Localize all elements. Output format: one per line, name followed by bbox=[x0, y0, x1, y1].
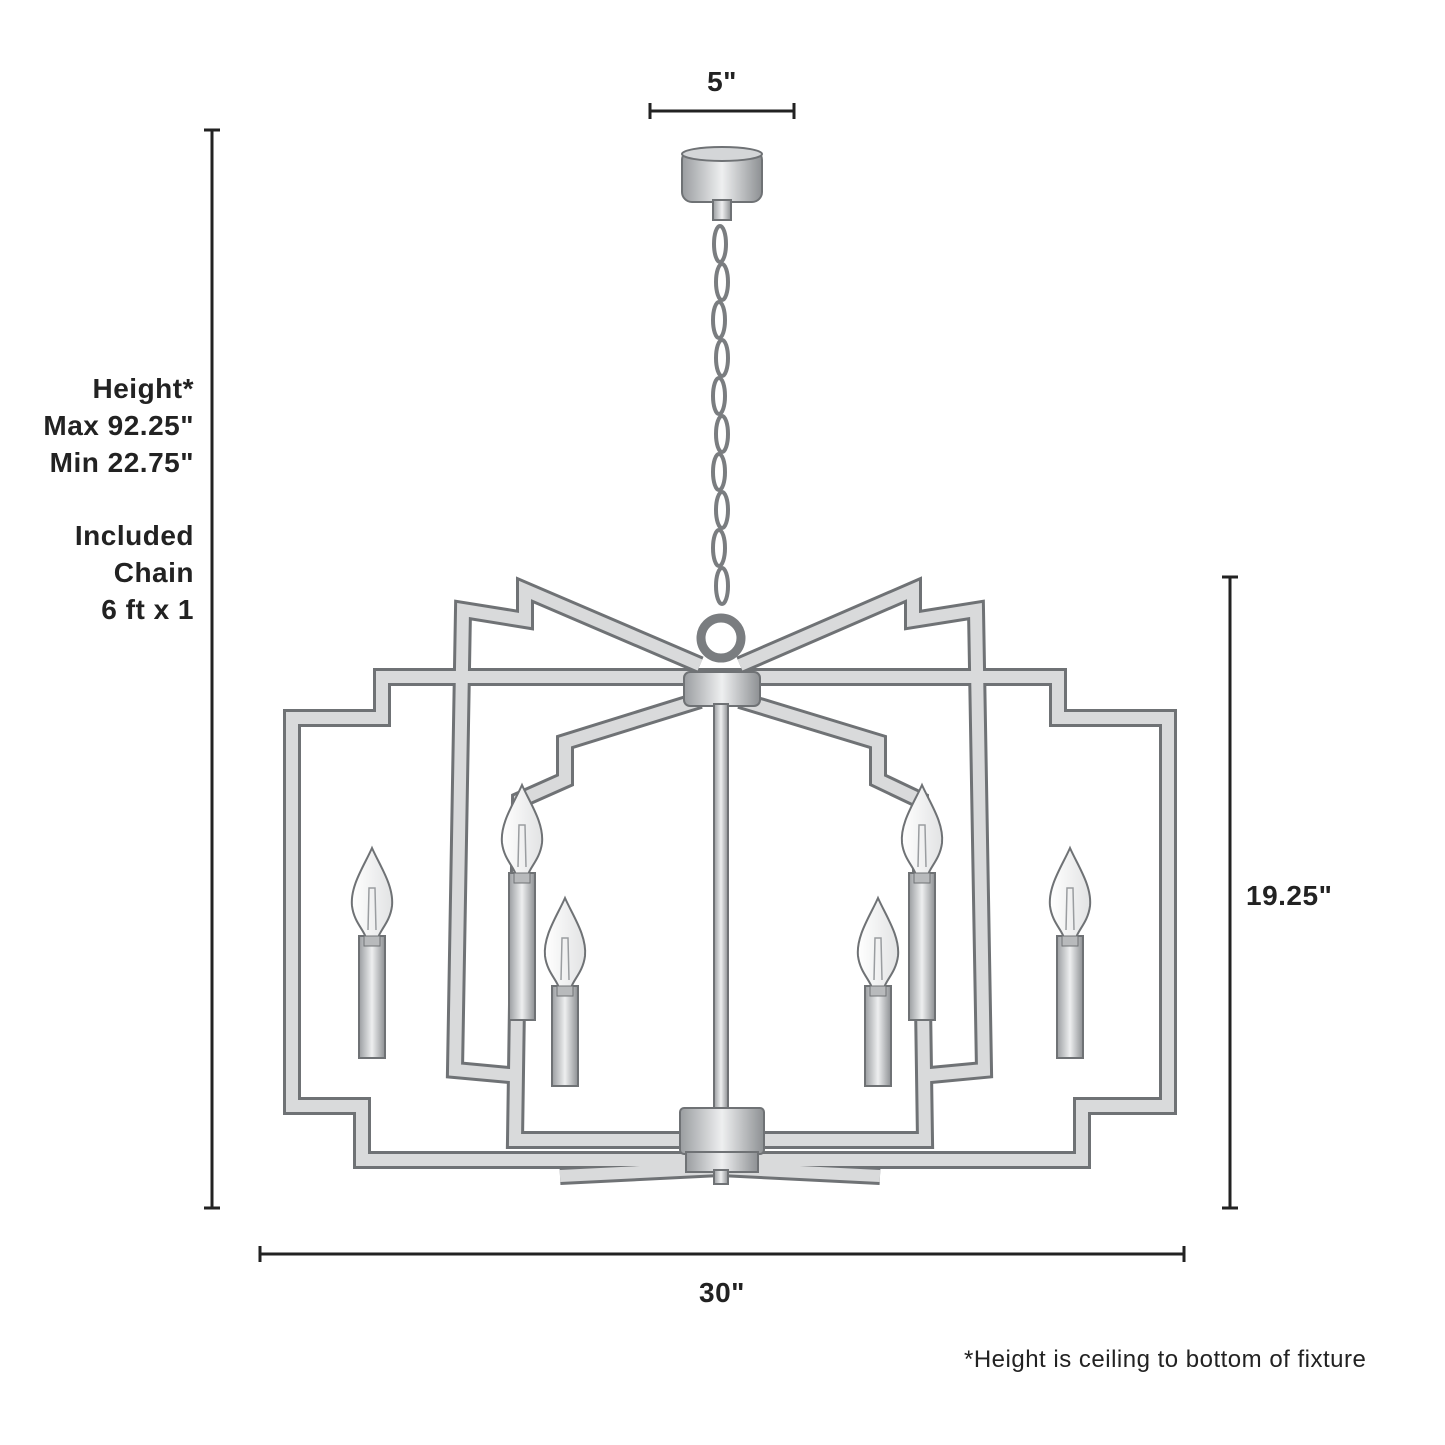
candle-light bbox=[1048, 845, 1092, 1059]
filament bbox=[560, 937, 570, 981]
bulb-base bbox=[869, 985, 887, 997]
fixture-height-label: 19.25" bbox=[1246, 880, 1333, 911]
chain bbox=[696, 224, 746, 663]
bulb bbox=[350, 845, 394, 939]
bulb-base bbox=[556, 985, 574, 997]
height-info: Height* Max 92.25" Min 22.75" bbox=[10, 370, 194, 481]
chain-label: Chain bbox=[113, 557, 194, 588]
bulb-base bbox=[513, 872, 531, 884]
bulb-base bbox=[363, 935, 381, 947]
overall-height-line bbox=[204, 128, 220, 1210]
filament bbox=[1065, 887, 1075, 931]
bulb bbox=[543, 895, 587, 989]
height-min: Min 22.75" bbox=[49, 447, 194, 478]
filament bbox=[873, 937, 883, 981]
height-max: Max 92.25" bbox=[43, 410, 194, 441]
candle-lights bbox=[350, 782, 1092, 1087]
filament bbox=[517, 824, 527, 868]
bulb-base bbox=[1061, 935, 1079, 947]
filament bbox=[367, 887, 377, 931]
bulb bbox=[856, 895, 900, 989]
filament bbox=[917, 824, 927, 868]
fixture-height-line bbox=[1222, 575, 1238, 1210]
chain-length: 6 ft x 1 bbox=[101, 594, 194, 625]
chain-included: Included bbox=[74, 520, 194, 551]
candle-sleeve bbox=[508, 872, 536, 1021]
dimension-lines bbox=[204, 103, 1238, 1262]
fixture-frames bbox=[283, 576, 1177, 1185]
candle-light bbox=[900, 782, 944, 1021]
candle-sleeve bbox=[864, 985, 892, 1087]
candle-light bbox=[350, 845, 394, 1059]
candle-light bbox=[856, 895, 900, 1087]
candle-sleeve bbox=[908, 872, 936, 1021]
height-title: Height* bbox=[92, 373, 194, 404]
canopy-width-label: 5" bbox=[707, 66, 737, 97]
bulb bbox=[1048, 845, 1092, 939]
fixture-width-line bbox=[258, 1246, 1186, 1262]
candle-light bbox=[500, 782, 544, 1021]
ceiling-canopy bbox=[681, 146, 763, 221]
candle-light bbox=[543, 895, 587, 1087]
fixture-width-label: 30" bbox=[699, 1277, 745, 1308]
candle-sleeve bbox=[1056, 935, 1084, 1059]
canopy-width-line bbox=[648, 103, 796, 119]
chain-info: Included Chain 6 ft x 1 bbox=[10, 517, 194, 628]
candle-sleeve bbox=[551, 985, 579, 1087]
candle-sleeve bbox=[358, 935, 386, 1059]
bulb-base bbox=[913, 872, 931, 884]
height-footnote: *Height is ceiling to bottom of fixture bbox=[964, 1346, 1367, 1373]
center-hub bbox=[679, 671, 765, 1185]
